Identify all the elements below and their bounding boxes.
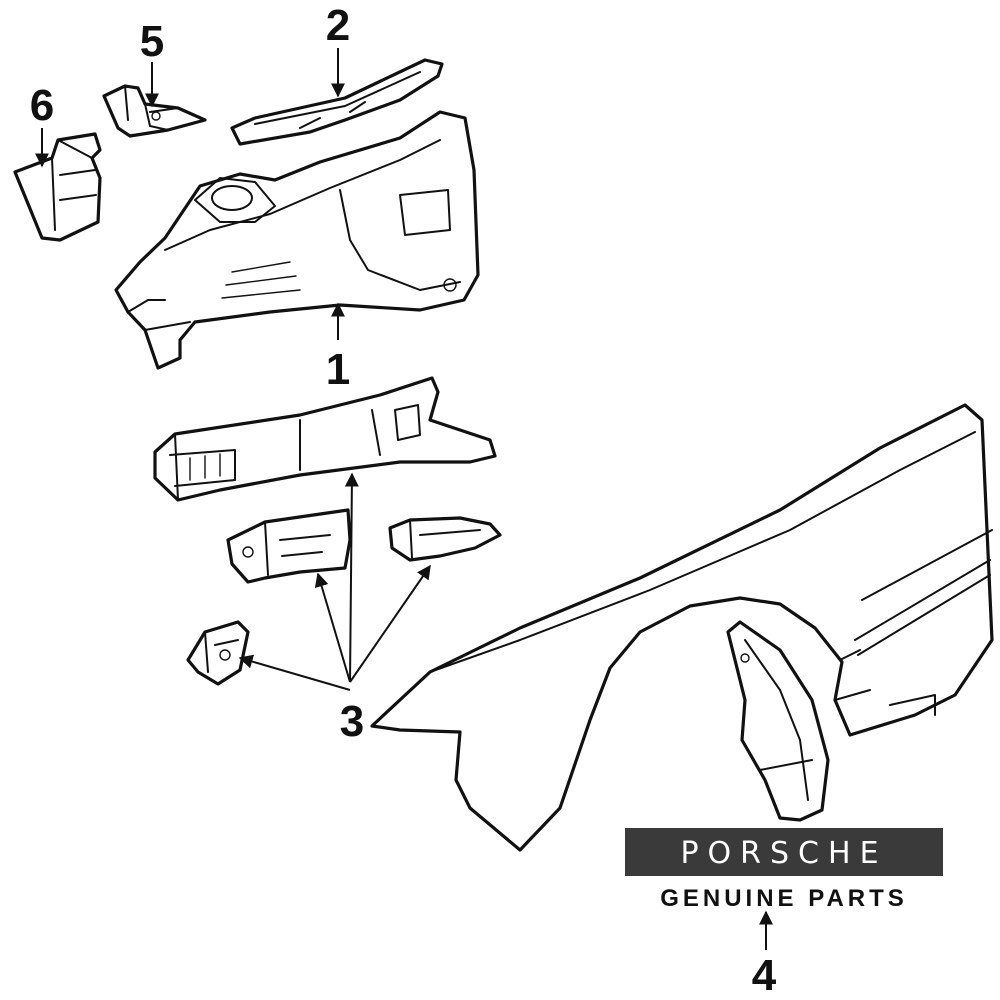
logo-bar [625,828,943,876]
logo-brand: PORSCHE [680,836,887,871]
leader-lines [35,48,773,950]
callout-6: 6 [30,81,54,130]
part-3-bracket-a [226,508,352,584]
front-fender [370,403,994,852]
part-6-bracket [13,132,102,242]
callout-2: 2 [326,1,350,50]
callout-4: 4 [752,951,777,1000]
leader-3d [238,654,351,691]
callout-1: 1 [326,345,350,394]
logo-tagline: GENUINE PARTS [660,885,908,912]
leader-3b [314,572,351,683]
porsche-genuine-parts-logo: PORSCHE GENUINE PARTS [625,828,943,912]
leader-3a [344,472,359,683]
part-5-gusset [102,84,207,138]
part-4-arch-liner [726,620,830,822]
leader-3c [349,564,431,683]
part-1-wheelhouse [114,110,480,370]
callout-5: 5 [140,17,164,66]
callout-labels: 1 2 3 4 5 6 [30,1,777,1000]
part-3-bracket-c [186,620,250,686]
part-2-upper-rail [230,58,444,146]
part-3-bracket-b [388,516,502,562]
part-3-front-rail [153,376,497,502]
callout-3: 3 [340,697,364,746]
